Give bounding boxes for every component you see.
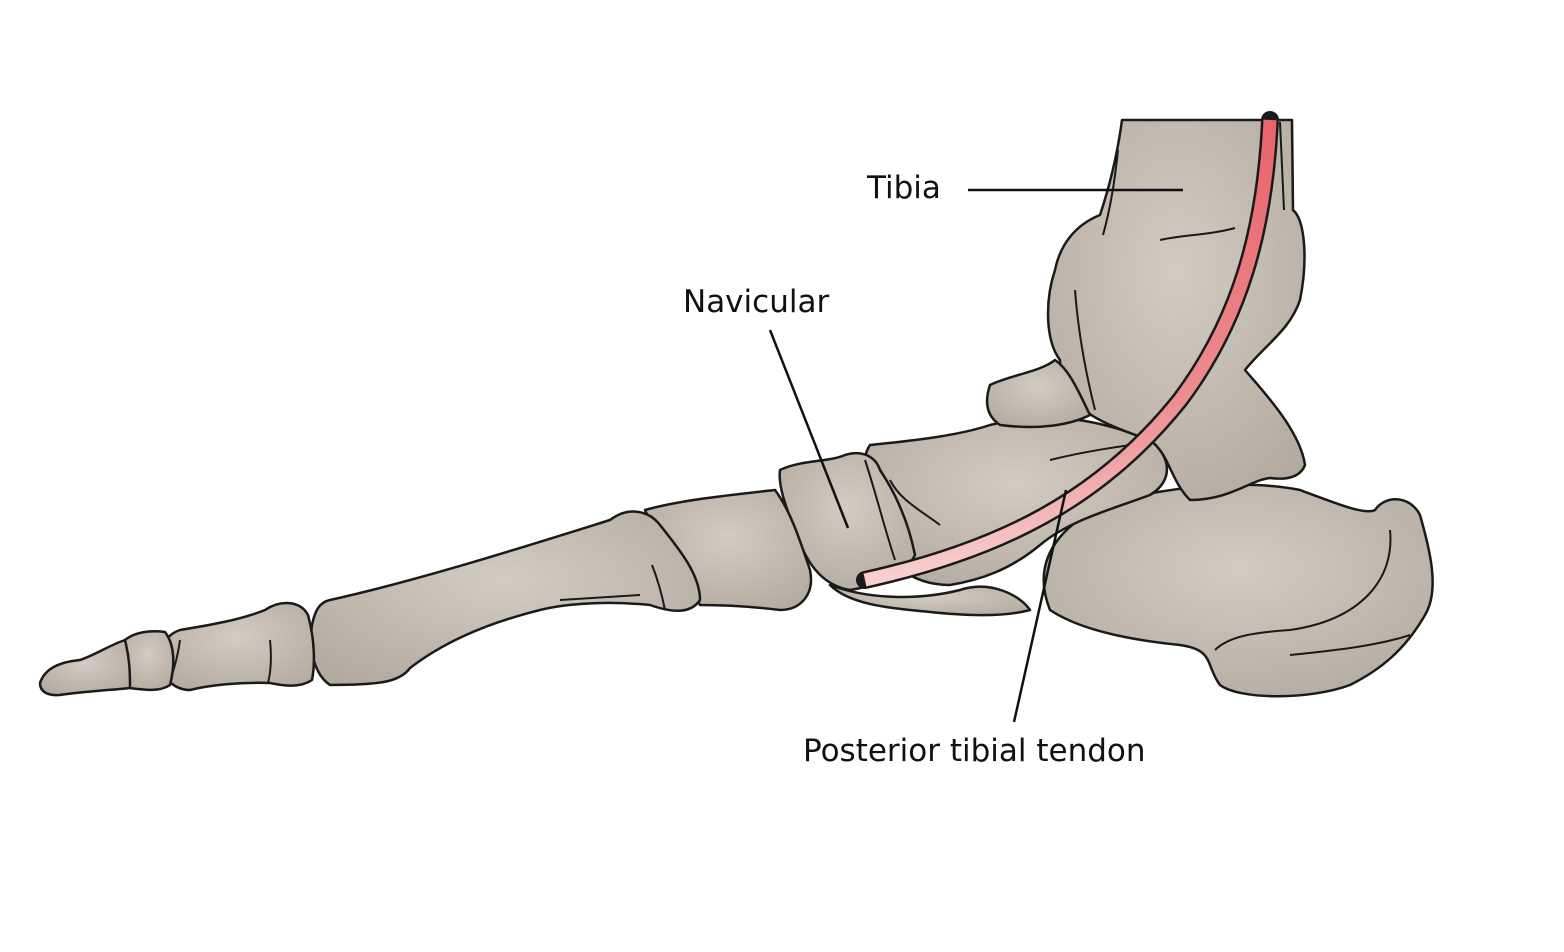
phalanges: [38, 601, 316, 697]
first-metatarsal: [309, 510, 702, 687]
tendon-leader-line: [1012, 489, 1068, 723]
tibia: [985, 118, 1307, 502]
posterior-tibial-tendon-label: Posterior tibial tendon: [803, 733, 1146, 769]
calcaneus: [1042, 483, 1434, 698]
navicular-label: Navicular: [683, 284, 830, 320]
cuneiform: [643, 488, 1032, 617]
navicular-leader-line: [768, 329, 850, 529]
tibia-label: Tibia: [867, 170, 941, 206]
posterior-tibial-tendon: [856, 111, 1279, 589]
